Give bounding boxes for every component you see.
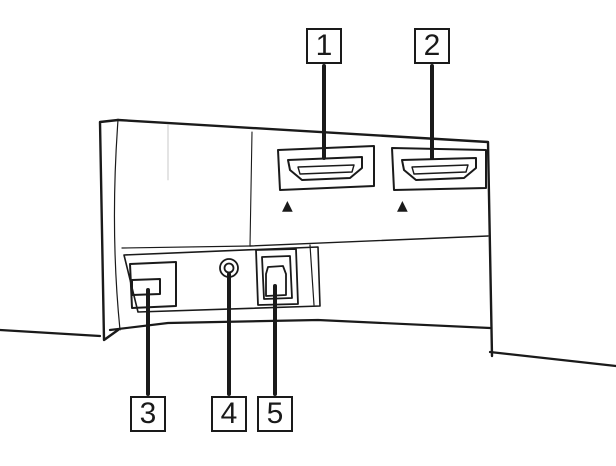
hdmi-port-icon [277,145,375,191]
orientation-triangle-1: ▲ [282,198,293,214]
device-body [98,118,494,358]
surface-edges [0,318,616,368]
optical-port-icon [255,248,299,306]
orientation-triangle-2: ▲ [397,198,408,214]
callout-2: 2 [414,28,450,64]
callout-3: 3 [130,396,166,432]
usb-port-icon [129,261,177,309]
callout-4: 4 [211,396,247,432]
callout-5: 5 [257,396,293,432]
callout-1: 1 [306,28,342,64]
leader-lines [146,64,434,396]
hdmi-port-icon [391,147,487,191]
